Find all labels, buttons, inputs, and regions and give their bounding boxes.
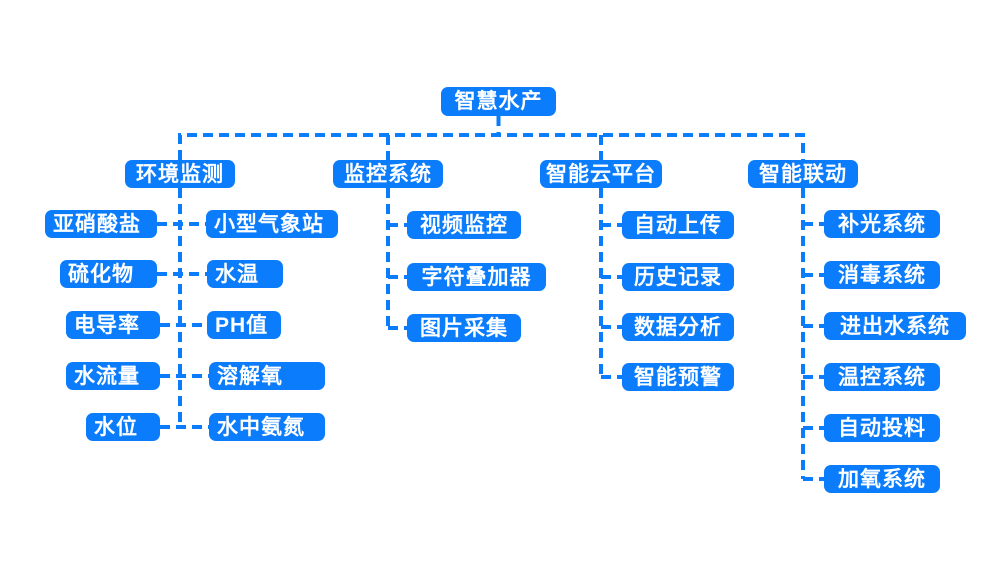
node-oxygenation-system: 加氧系统 [824,465,940,493]
node-history-record: 历史记录 [622,263,734,291]
node-water-temperature: 水温 [207,260,283,288]
branch-smart-linkage: 智能联动 [748,160,858,188]
node-ph-value: PH值 [207,311,281,339]
node-small-weather-station: 小型气象站 [206,210,338,238]
node-light-supplement-system: 补光系统 [824,210,940,238]
node-sulfide: 硫化物 [60,260,157,288]
node-disinfection-system: 消毒系统 [824,261,940,289]
connector-top-rail [178,133,805,160]
node-conductivity: 电导率 [66,311,160,339]
branch-env-monitoring: 环境监测 [125,160,235,188]
node-character-overlay: 字符叠加器 [407,263,546,291]
node-water-inlet-outlet-system: 进出水系统 [824,312,966,340]
node-video-surveillance: 视频监控 [407,211,521,239]
node-nitrite: 亚硝酸盐 [45,210,157,238]
node-auto-feeding: 自动投料 [824,414,940,442]
node-smart-alert: 智能预警 [622,363,734,391]
node-water-level: 水位 [86,413,160,441]
node-water-flow: 水流量 [66,362,160,390]
node-dissolved-oxygen: 溶解氧 [209,362,325,390]
node-data-analysis: 数据分析 [622,313,734,341]
node-ammonia-nitrogen-in-water: 水中氨氮 [209,413,325,441]
node-auto-upload: 自动上传 [622,211,734,239]
node-image-capture: 图片采集 [407,314,521,342]
branch-smart-cloud-platform: 智能云平台 [540,160,662,188]
node-smart-aquaculture: 智慧水产 [441,87,556,116]
node-temperature-control-system: 温控系统 [824,363,940,391]
branch-monitoring-system: 监控系统 [333,160,443,188]
